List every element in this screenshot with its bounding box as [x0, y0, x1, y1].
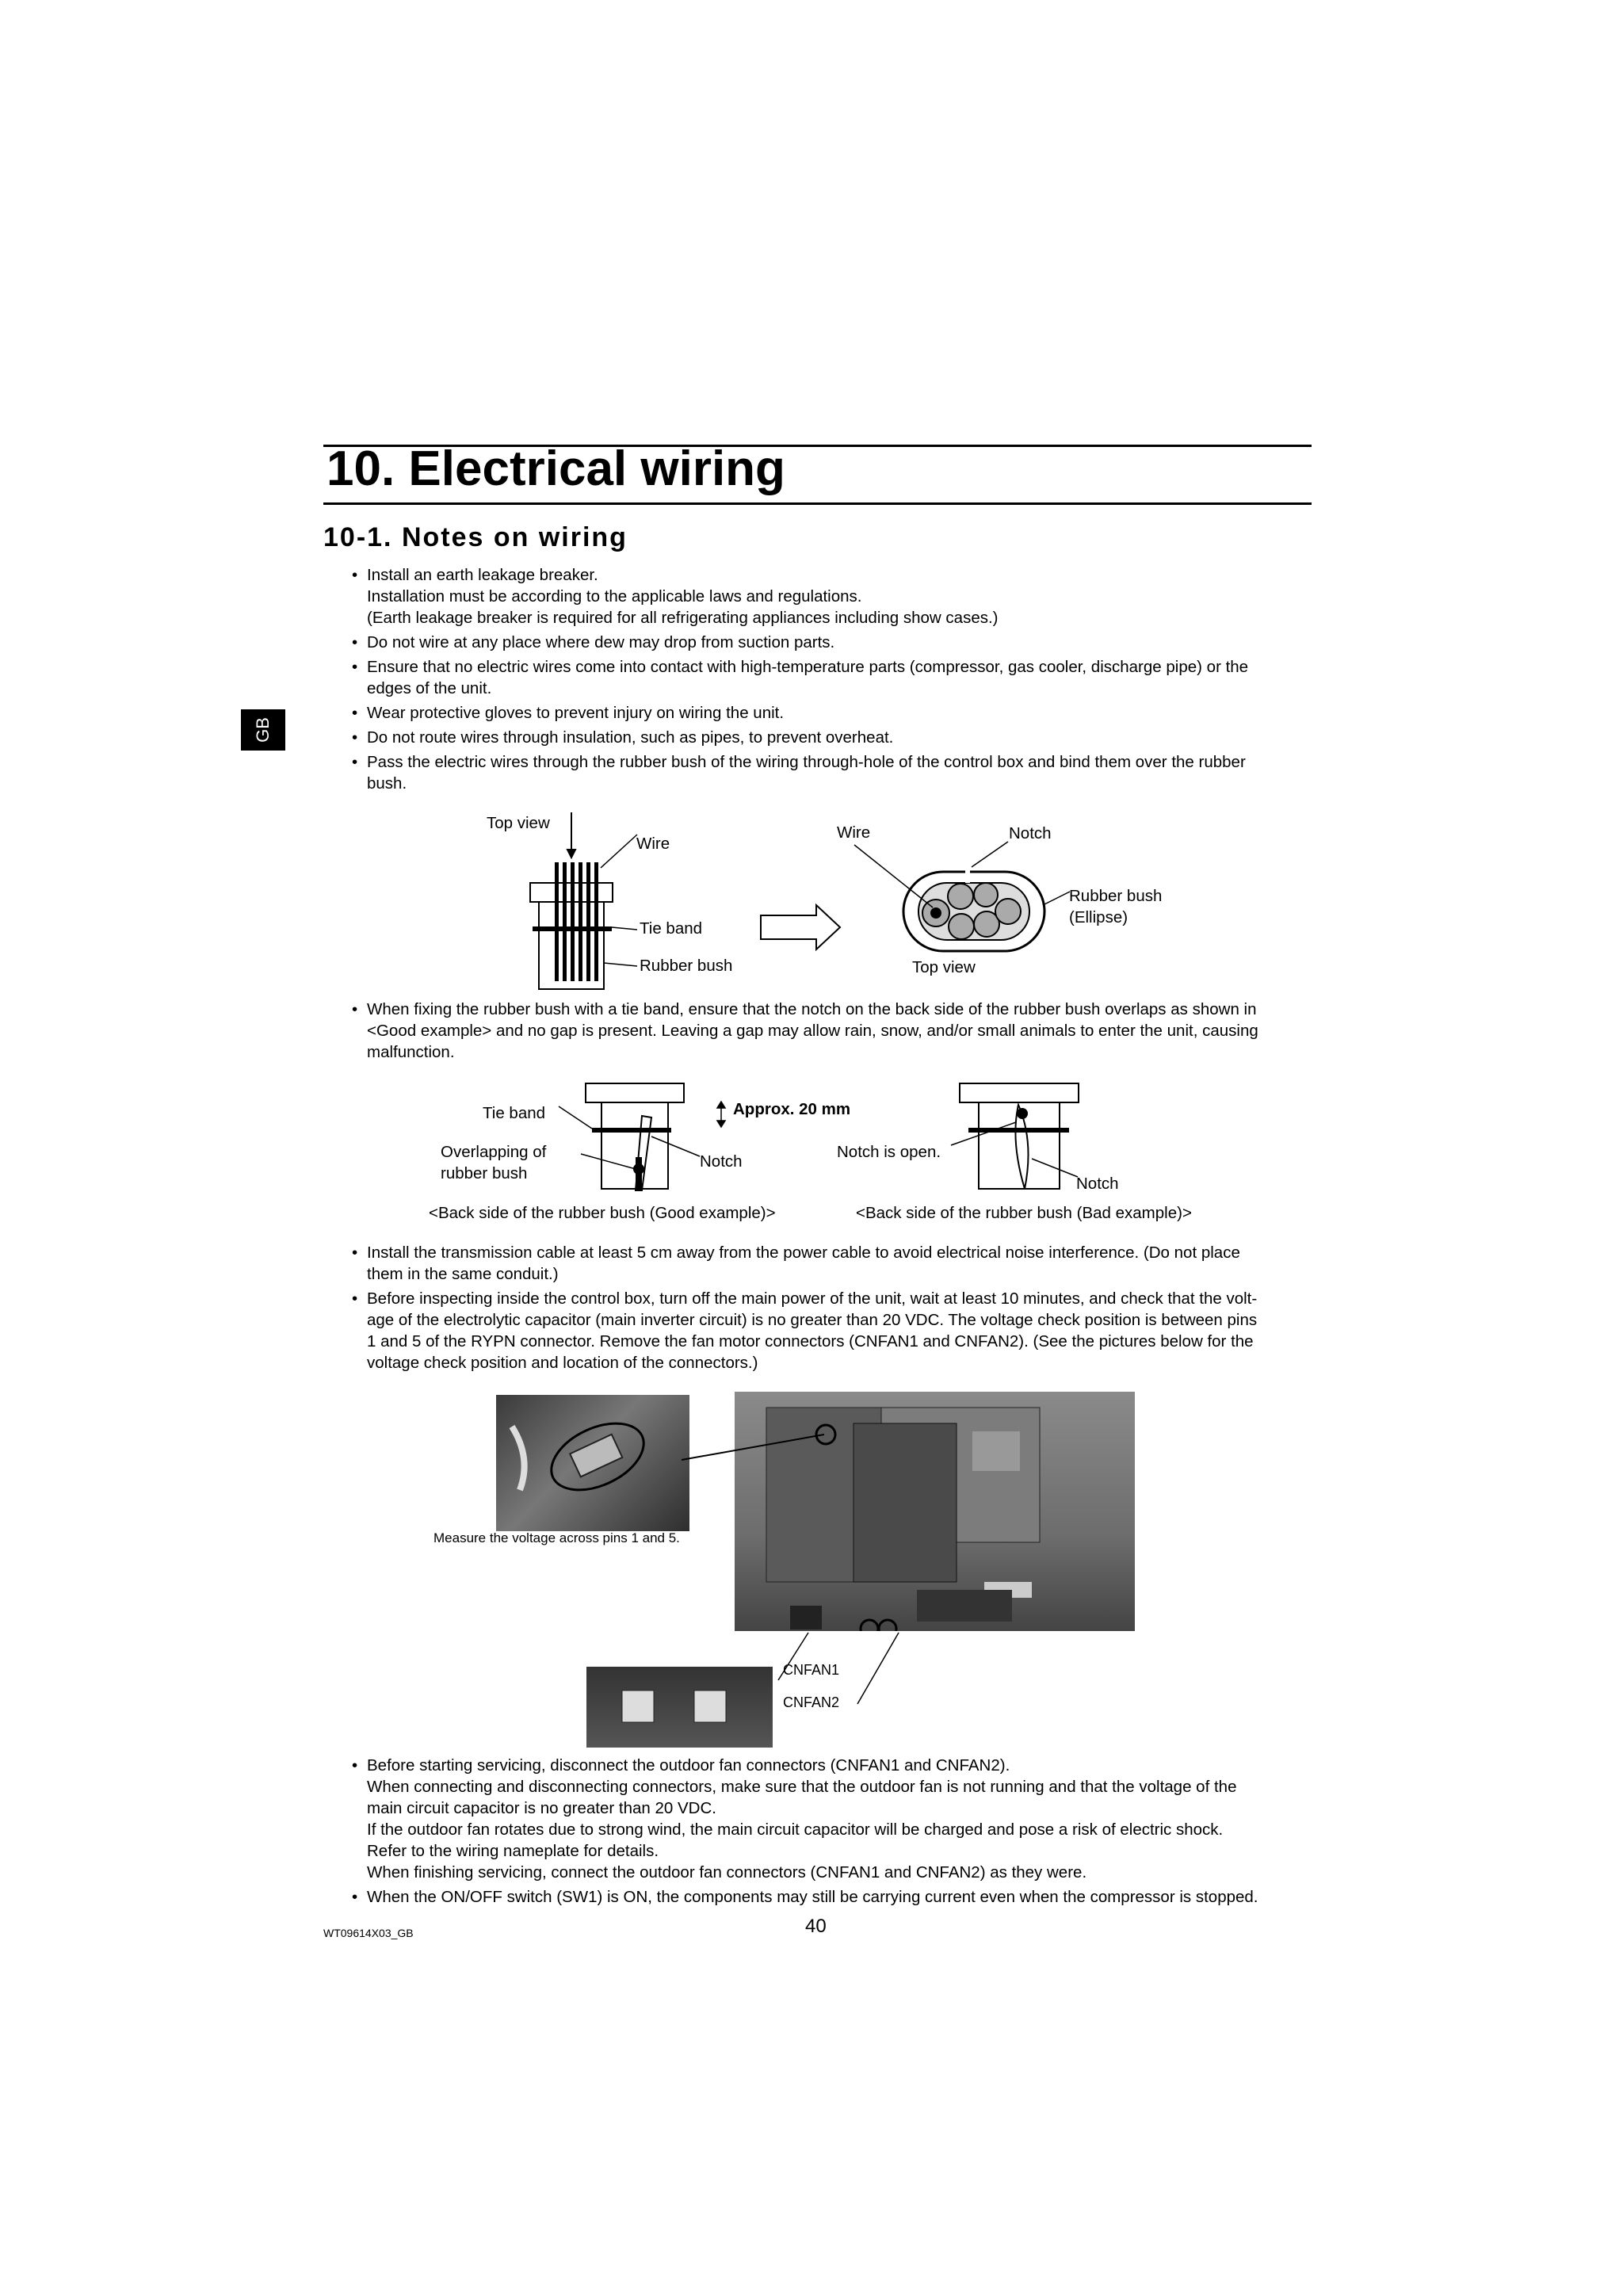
label-rubber-bush-ellipse: Rubber bush	[1069, 887, 1163, 905]
wire-bundle	[555, 862, 598, 981]
chapter-title: 10. Electrical wiring	[327, 441, 785, 496]
fan-connectors-photo	[586, 1667, 773, 1748]
label-notch-bad: Notch	[1076, 1175, 1119, 1193]
bullet-dot: •	[352, 1000, 358, 1018]
label-tie-band-good: Tie band	[483, 1104, 546, 1122]
label-approx-20mm: Approx. 20 mm	[733, 1100, 851, 1118]
bullet-line: them in the same conduit.)	[367, 1265, 559, 1283]
bullet-item: • When fixing the rubber bush with a tie …	[352, 999, 1315, 1063]
bullet-line: When the ON/OFF switch (SW1) is ON, the …	[367, 1888, 1258, 1906]
bullet-line: 1 and 5 of the RYPN connector. Remove th…	[367, 1332, 1254, 1350]
bullet-dot: •	[352, 753, 358, 771]
bullet-line: Before inspecting inside the control box…	[367, 1289, 1258, 1308]
bullet-line: Do not route wires through insulation, s…	[367, 728, 894, 747]
rubber-bush-ellipse	[902, 869, 1046, 953]
bullet-line: Install the transmission cable at least …	[367, 1244, 1240, 1262]
bullet-dot: •	[352, 633, 358, 651]
label-top-view-right: Top view	[912, 958, 976, 976]
bullet-line: malfunction.	[367, 1043, 455, 1061]
bullet-item: • Install the transmission cable at least…	[352, 1242, 1315, 1285]
title-rule-bottom	[323, 502, 1312, 505]
bullet-dot: •	[352, 566, 358, 584]
bullet-line: If the outdoor fan rotates due to strong…	[367, 1820, 1224, 1839]
bullet-dot: •	[352, 728, 358, 747]
bullet-line: (Earth leakage breaker is required for a…	[367, 609, 999, 627]
label-overlapping-2: rubber bush	[441, 1164, 528, 1182]
bullet-item: • Ensure that no electric wires come into…	[352, 656, 1315, 699]
label-top-view-left: Top view	[487, 814, 550, 832]
bullet-dot: •	[352, 1289, 358, 1308]
bullet-item: • Pass the electric wires through the rub…	[352, 751, 1315, 794]
label-notch-open: Notch is open.	[837, 1143, 941, 1161]
bullet-line: Wear protective gloves to prevent injury…	[367, 704, 785, 722]
bullet-line: Installation must be according to the ap…	[367, 587, 862, 606]
bullet-line: Pass the electric wires through the rubb…	[367, 753, 1246, 771]
bullet-item: • Do not route wires through insulation, …	[352, 727, 1315, 748]
label-rubber-bush: Rubber bush	[640, 957, 733, 975]
bullet-line: bush.	[367, 774, 407, 793]
good-example	[585, 1083, 685, 1191]
label-overlapping: Overlapping of	[441, 1143, 547, 1161]
bullet-item: • Install an earth leakage breaker. Instal…	[352, 564, 1315, 628]
label-wire-right: Wire	[837, 823, 871, 842]
figure-rubber-bush-examples	[558, 1083, 1079, 1191]
label-notch: Notch	[1009, 824, 1052, 842]
control-box-photo	[735, 1392, 1135, 1631]
bullet-dot: •	[352, 658, 358, 676]
bullet-line: voltage check position and location of t…	[367, 1354, 758, 1372]
bad-example	[959, 1083, 1079, 1190]
footer-doc-code: WT09614X03_GB	[323, 1927, 414, 1939]
figure-callout-lines	[682, 1434, 899, 1705]
section-title: 10-1. Notes on wiring	[323, 522, 628, 552]
bullet-line: Refer to the wiring nameplate for detail…	[367, 1842, 659, 1860]
bullet-line: When connecting and disconnecting connec…	[367, 1778, 1237, 1796]
tie-band-mark	[533, 926, 612, 931]
bullet-item: • Do not wire at any place where dew may …	[352, 632, 1315, 653]
caption-good-example: <Back side of the rubber bush (Good exam…	[429, 1204, 776, 1222]
bullet-line: Install an earth leakage breaker.	[367, 566, 598, 584]
connector-closeup-photo	[496, 1395, 689, 1531]
language-tab: GB	[241, 709, 285, 751]
label-cnfan2: CNFAN2	[783, 1694, 840, 1710]
caption-measure-voltage: Measure the voltage across pins 1 and 5.	[433, 1530, 680, 1545]
bullet-item: • Before starting servicing, disconnect t…	[352, 1755, 1315, 1883]
figure-wire-binding	[529, 812, 1071, 990]
bullet-dot: •	[352, 1244, 358, 1262]
bullet-line: When fixing the rubber bush with a tie b…	[367, 1000, 1257, 1018]
bullet-item: • Wear protective gloves to prevent injur…	[352, 702, 1315, 724]
title-rule-top	[323, 445, 1312, 447]
bullet-dot: •	[352, 1888, 358, 1906]
bullet-line: When finishing servicing, connect the ou…	[367, 1863, 1087, 1881]
bullet-line: edges of the unit.	[367, 679, 492, 697]
footer-page-number: 40	[805, 1916, 827, 1937]
transition-arrow	[760, 903, 842, 952]
bullet-line: Before starting servicing, disconnect th…	[367, 1756, 1010, 1775]
bullet-dot: •	[352, 704, 358, 722]
bullet-item: • When the ON/OFF switch (SW1) is ON, the…	[352, 1886, 1315, 1908]
label-notch-good: Notch	[700, 1152, 743, 1171]
bullet-dot: •	[352, 1756, 358, 1775]
label-ellipse: (Ellipse)	[1069, 908, 1128, 926]
caption-bad-example: <Back side of the rubber bush (Bad examp…	[856, 1204, 1192, 1222]
label-tie-band: Tie band	[640, 919, 703, 938]
bullet-line: Do not wire at any place where dew may d…	[367, 633, 835, 651]
bullet-line: age of the electrolytic capacitor (main …	[367, 1311, 1258, 1329]
label-cnfan1: CNFAN1	[783, 1662, 840, 1678]
label-wire-left: Wire	[636, 835, 670, 853]
bullet-line: Ensure that no electric wires come into …	[367, 658, 1249, 676]
bullet-item: • Before inspecting inside the control bo…	[352, 1288, 1315, 1373]
bullet-line: main circuit capacitor is no greater tha…	[367, 1799, 716, 1817]
bullet-line: <Good example> and no gap is present. Le…	[367, 1022, 1258, 1040]
